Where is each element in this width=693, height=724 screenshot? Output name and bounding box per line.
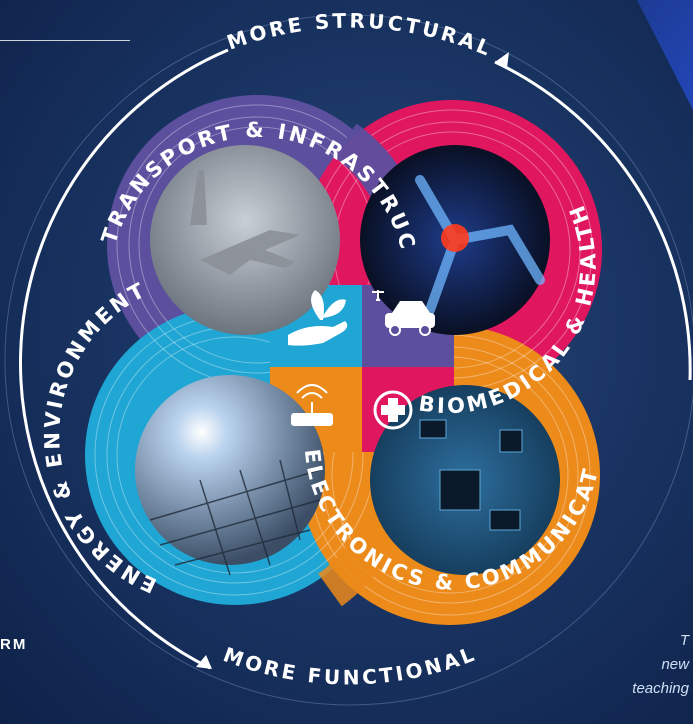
plant-in-hand-icon [288, 290, 348, 346]
svg-text:MORE FUNCTIONAL: MORE FUNCTIONAL [220, 641, 480, 689]
medical-cross-icon [373, 390, 413, 430]
right-edge-text-1: T [679, 632, 689, 649]
right-edge-text-2: new [661, 656, 689, 673]
functional-arrow-head [196, 655, 212, 669]
right-arrow-arc [494, 60, 692, 381]
left-edge-text: RM [0, 636, 28, 653]
right-edge-text-3: teaching [632, 680, 689, 697]
more-functional-label: MORE FUNCTIONAL [220, 641, 477, 689]
more-structural-label: MORE STRUCTURAL [224, 9, 494, 62]
left-arrow-arc [19, 48, 229, 670]
electric-car-icon [372, 290, 435, 336]
svg-text:MORE STRUCTURAL: MORE STRUCTURAL [224, 9, 497, 62]
solar-panel-image [135, 375, 325, 565]
structural-arrow-head [495, 52, 509, 68]
wifi-router-icon [291, 384, 333, 426]
top-left-rule [0, 40, 130, 41]
jet-image [150, 145, 340, 335]
